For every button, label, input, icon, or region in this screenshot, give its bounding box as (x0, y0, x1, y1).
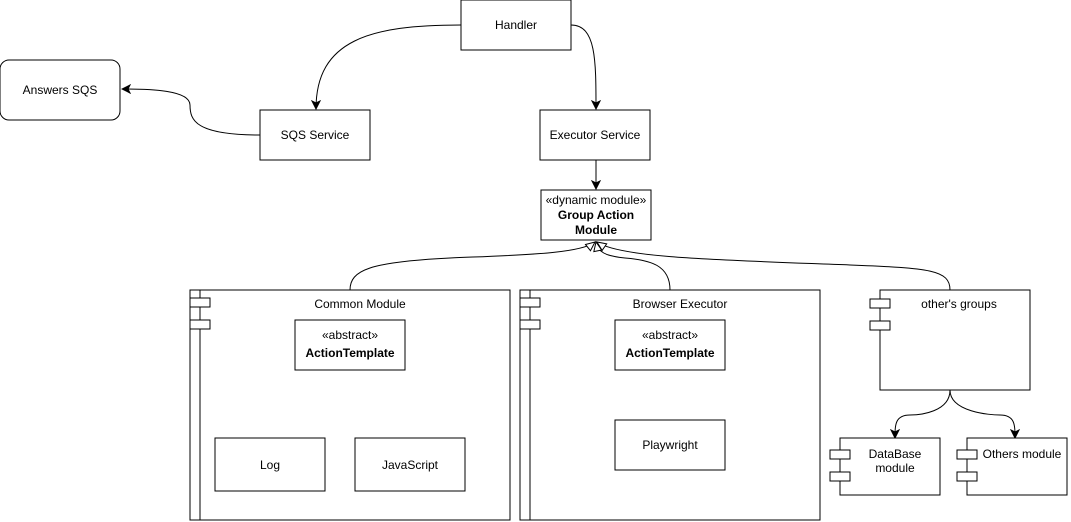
log-node: Log (214, 437, 326, 492)
edge-common-module-to-group-action-module (349, 241, 596, 291)
playwright-node: Playwright (614, 419, 726, 471)
common-module-title: Common Module (314, 297, 406, 311)
handler-node: Handler (460, 0, 572, 51)
component-port-icon (869, 298, 891, 309)
executor-service-label: Executor Service (550, 128, 641, 142)
component-port-icon (189, 319, 211, 330)
browser-executor-title: Browser Executor (633, 297, 728, 311)
others-module-node: Others module (956, 437, 1068, 496)
browser-action-template-node: «abstract» ActionTemplate (614, 319, 726, 371)
component-port-icon (829, 449, 851, 460)
browser-action-template-stereotype: «abstract» (642, 328, 698, 342)
javascript-node: JavaScript (354, 437, 466, 492)
edge-others-groups-to-database-module (895, 389, 951, 438)
edge-others-groups-to-group-action-module (595, 241, 951, 291)
sqs-service-node: SQS Service (259, 109, 371, 161)
component-port-icon (869, 320, 891, 331)
others-groups-node: other's groups (869, 289, 1031, 391)
edge-handler-to-executor-service (570, 24, 596, 109)
answers-sqs-node: Answers SQS (0, 59, 121, 121)
component-port-icon (956, 449, 978, 460)
database-module-label-line1: DataBase (869, 447, 922, 461)
component-port-icon (519, 319, 541, 330)
edge-browser-executor-to-group-action-module (593, 240, 671, 291)
group-action-module-stereotype: «dynamic module» (546, 193, 647, 207)
executor-service-node: Executor Service (539, 109, 651, 161)
playwright-label: Playwright (642, 438, 698, 452)
others-groups-label: other's groups (921, 297, 997, 311)
answers-sqs-label: Answers SQS (23, 83, 98, 97)
component-port-icon (519, 297, 541, 308)
database-module-label-line2: module (875, 461, 915, 475)
common-action-template-node: «abstract» ActionTemplate (294, 319, 406, 371)
common-action-template-stereotype: «abstract» (322, 328, 378, 342)
component-port-icon (189, 297, 211, 308)
group-action-module-title-line1: Group Action (558, 208, 634, 222)
others-module-label: Others module (983, 447, 1062, 461)
edge-handler-to-sqs-service (316, 24, 462, 109)
database-module-node: DataBase module (829, 437, 941, 496)
sqs-service-label: SQS Service (281, 128, 350, 142)
common-action-template-name: ActionTemplate (305, 346, 394, 360)
group-action-module-title-line2: Module (575, 223, 617, 237)
log-label: Log (260, 458, 280, 472)
group-action-module-node: «dynamic module» Group Action Module (540, 189, 652, 241)
edge-sqs-service-to-answers-sqs (122, 89, 261, 136)
javascript-label: JavaScript (382, 458, 439, 472)
handler-label: Handler (495, 18, 537, 32)
edge-others-groups-to-others-module (949, 389, 1015, 438)
component-port-icon (829, 471, 851, 482)
component-port-icon (956, 471, 978, 482)
browser-action-template-name: ActionTemplate (625, 346, 714, 360)
